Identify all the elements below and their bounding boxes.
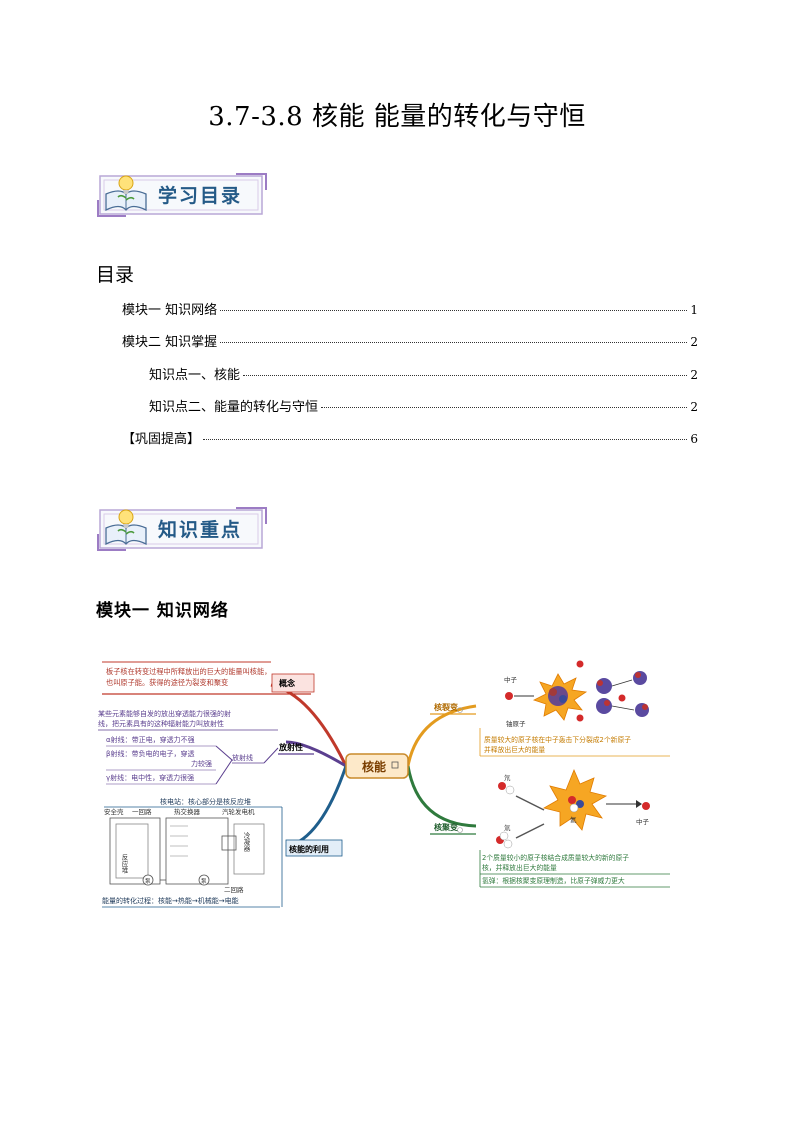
radioactivity-intro-line2: 线，把元素具有的这种辐射能力叫放射性 xyxy=(98,719,224,728)
banner-frame xyxy=(97,173,267,217)
toc-entry-label: 模块二 知识掌握 xyxy=(122,335,218,350)
beta-ray-text-line2: 力较强 xyxy=(191,759,212,768)
fission-text-line2: 并释放出巨大的能量 xyxy=(484,745,545,754)
fission-explosion-icon xyxy=(532,673,588,721)
nuclear-plant-text: 核电站：核心部分是核反应堆 xyxy=(160,797,251,806)
concept-node xyxy=(271,673,315,693)
pump-label-1: 泵 xyxy=(145,878,151,885)
nuclear-plant-diagram xyxy=(109,817,265,886)
fission-neutron-label: 中子 xyxy=(504,675,518,684)
toc-page-number: 2 xyxy=(690,368,698,382)
toc-page-number: 1 xyxy=(690,303,698,317)
beta-ray-text-line1: β射线：带负电的电子，穿透 xyxy=(106,749,194,758)
toc-leader-dots xyxy=(243,375,688,376)
helium-label: 氦 xyxy=(570,815,577,824)
fusion-text-line1: 2个质量较小的原子核结合成质量较大的新的原子 xyxy=(482,853,629,862)
fission-label: 核裂变 xyxy=(434,702,458,712)
concept-text-line1: 板子核在转变过程中所释放出的巨大的能量叫核能， xyxy=(106,667,271,676)
contents-banner: 学习目录 xyxy=(96,170,268,220)
toc-entry[interactable]: 知识点一、核能 2 xyxy=(149,364,698,383)
loop1-label: 一回路 xyxy=(132,807,152,816)
fusion-reaction-icon xyxy=(496,768,650,849)
toc-entry[interactable]: 模块一 知识网络 1 xyxy=(122,299,698,318)
nuclear-energy-mindmap: 核能 板子核在转变过程中所释放出的巨大的能量叫核能， 也叫原子能。获得的途径为裂… xyxy=(98,660,670,908)
key-points-banner: 知识重点 xyxy=(96,504,268,554)
uranium-label: 铀原子 xyxy=(506,719,526,728)
toc-entry-label: 模块一 知识网络 xyxy=(122,303,218,318)
toc-entry[interactable]: 知识点二、能量的转化与守恒 2 xyxy=(149,396,698,415)
radioactivity-intro-line1: 某些元素能够自发的放出穿透能力很强的射 xyxy=(98,709,231,718)
contents-banner-label: 学习目录 xyxy=(158,185,243,207)
toc-leader-dots xyxy=(220,342,688,343)
reactor-label: 反应堆 xyxy=(120,853,128,875)
toc-entry[interactable]: 【巩固提高】 6 xyxy=(122,428,698,447)
toc-leader-dots xyxy=(321,407,688,408)
page-title: 3.7-3.8 核能 能量的转化与守恒 xyxy=(208,102,586,132)
fusion-text-line2: 核，并释放出巨大的能量 xyxy=(482,863,557,872)
turbine-label: 汽轮发电机 xyxy=(222,807,255,816)
alpha-ray-text: α射线：带正电，穿透力不强 xyxy=(106,735,195,744)
mindmap-center-node xyxy=(345,753,409,779)
utilization-node xyxy=(285,839,343,857)
book-lightbulb-icon xyxy=(105,509,147,546)
fission-text-line1: 质量较大的原子核在中子轰击下分裂成2个新原子 xyxy=(484,735,631,744)
energy-chain-text: 能量的转化过程：核能→热能→机械能→电能 xyxy=(102,896,239,905)
heat-exchanger-label: 热交换器 xyxy=(174,807,201,816)
toc-entry-label: 知识点一、核能 xyxy=(149,368,241,383)
toc-leader-dots xyxy=(203,439,688,440)
toc-page-number: 6 xyxy=(690,432,698,446)
loop2-label: 二回路 xyxy=(224,885,244,894)
concept-label: 概念 xyxy=(279,678,295,688)
module-heading: 模块一 知识网络 xyxy=(96,601,229,621)
gamma-ray-text: γ射线：电中性，穿透力很强 xyxy=(106,773,194,782)
book-lightbulb-icon xyxy=(105,175,147,212)
hydrogen-bomb-text: 氢弹：根据核聚变原理制造，比原子弹威力更大 xyxy=(482,876,625,885)
toc-entry-label: 【巩固提高】 xyxy=(122,432,201,447)
toc-entry-label: 知识点二、能量的转化与守恒 xyxy=(149,400,319,415)
toc-leader-dots xyxy=(220,310,688,311)
fusion-neutron-label: 中子 xyxy=(636,817,650,826)
utilization-label: 核能的利用 xyxy=(289,844,329,854)
deuterium-label: 氘 xyxy=(504,773,511,782)
key-points-banner-label: 知识重点 xyxy=(158,519,243,541)
toc-heading: 目录 xyxy=(96,264,135,286)
toc-page-number: 2 xyxy=(690,335,698,349)
mindmap-center-label: 核能 xyxy=(362,759,386,774)
fission-products-icon xyxy=(576,660,649,722)
toc-entry[interactable]: 模块二 知识掌握 2 xyxy=(122,331,698,350)
toc-page-number: 2 xyxy=(690,400,698,414)
fusion-label: 核聚变 xyxy=(434,822,458,832)
tritium-label: 氚 xyxy=(504,823,511,832)
pump-label-2: 泵 xyxy=(201,878,207,885)
rays-label: 放射线 xyxy=(232,753,253,762)
banner-frame xyxy=(97,507,267,551)
radioactivity-label: 放射性 xyxy=(278,742,303,752)
containment-label: 安全壳 xyxy=(104,807,124,816)
condenser-label: 冷凝器 xyxy=(242,831,250,853)
concept-text-line2: 也叫原子能。获得的途径为裂变和聚变 xyxy=(106,678,228,687)
